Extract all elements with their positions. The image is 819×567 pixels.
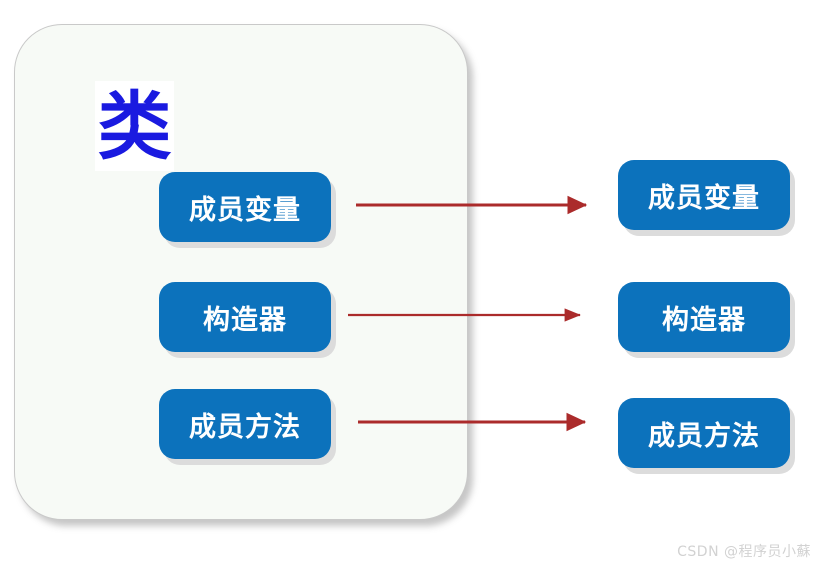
inner-box-label: 成员方法 [189, 411, 301, 443]
inner-box-label: 构造器 [203, 304, 287, 336]
outer-box-member-method[interactable]: 成员方法 [618, 398, 790, 468]
inner-box-constructor[interactable]: 构造器 [159, 282, 331, 352]
outer-box-label: 构造器 [662, 304, 746, 336]
outer-box-label: 成员变量 [648, 182, 760, 214]
class-title-glyph: 类 [97, 84, 172, 170]
inner-box-label: 成员变量 [189, 194, 301, 226]
inner-box-member-method[interactable]: 成员方法 [159, 389, 331, 459]
watermark: CSDN @程序员小蘇 [677, 544, 811, 560]
outer-box-constructor[interactable]: 构造器 [618, 282, 790, 352]
outer-box-member-variable[interactable]: 成员变量 [618, 160, 790, 230]
inner-box-member-variable[interactable]: 成员变量 [159, 172, 331, 242]
outer-box-label: 成员方法 [648, 420, 760, 452]
class-title-block: 类 [95, 81, 174, 171]
